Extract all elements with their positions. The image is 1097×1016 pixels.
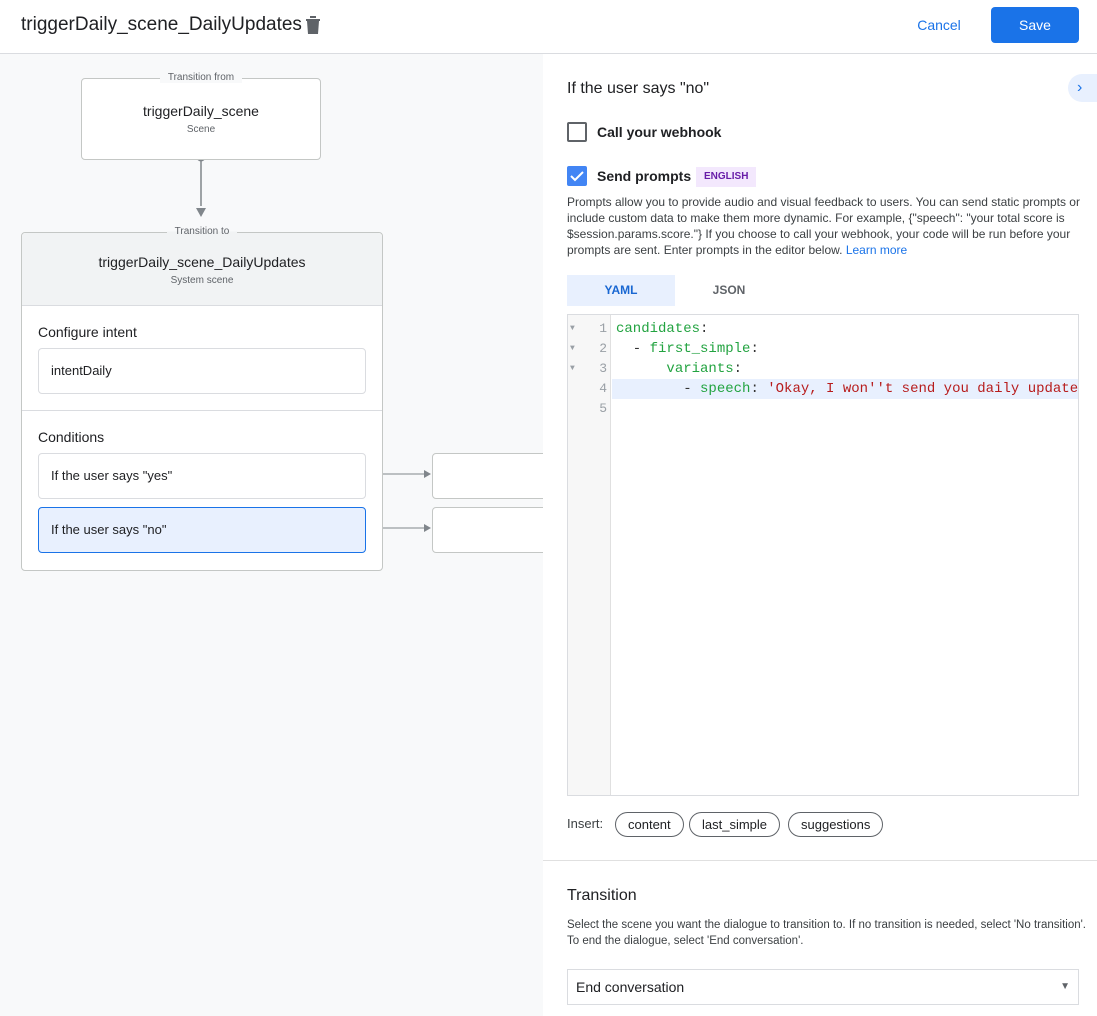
condition-yes-target[interactable] [432,453,543,499]
transition-selected-value: End conversation [576,979,685,995]
code-line: - first_simple: [616,341,759,357]
panel-title: If the user says "no" [567,80,710,97]
code-line: - speech: 'Okay, I won''t send you daily… [616,381,1079,397]
transition-to-legend: Transition to [166,226,238,237]
save-button[interactable]: Save [991,7,1079,43]
fold-icon[interactable]: ▼ [570,344,575,353]
conditions-label: Conditions [38,429,105,445]
details-panel: If the user says "no" › Call your webhoo… [543,54,1097,1016]
configure-intent-label: Configure intent [38,324,137,340]
divider [543,860,1097,861]
code-line: candidates: [616,321,709,337]
condition-no-target[interactable] [432,507,543,553]
line-number: 3 [599,361,607,376]
transition-description: Select the scene you want the dialogue t… [567,919,1087,947]
tab-json[interactable]: JSON [712,283,746,297]
transition-to-node: Transition to triggerDaily_scene_DailyUp… [21,226,383,571]
code-editor[interactable]: ▼ 1 ▼ 2 ▼ 3 4 5 candidates: - first_simple:… [567,314,1079,796]
line-number: 2 [599,341,607,356]
condition-no[interactable]: If the user says "no" [38,507,366,553]
cancel-button[interactable]: Cancel [917,17,961,33]
language-chip: ENGLISH [696,167,757,187]
highlight-line [612,379,1078,399]
learn-more-link[interactable]: Learn more [845,243,908,257]
page-title: triggerDaily_scene_DailyUpdates [21,14,302,35]
send-prompts-label: Send prompts [597,168,692,184]
insert-suggestions-button[interactable]: suggestions [788,812,884,837]
code-line: variants: [666,361,743,377]
transition-title: Transition [567,887,637,904]
intent-item[interactable]: intentDaily [38,348,366,394]
insert-content-button[interactable]: content [615,812,684,837]
to-scene-name: triggerDaily_scene_DailyUpdates [98,254,306,270]
flow-canvas: Transition from triggerDaily_scene Scene… [0,54,543,1016]
send-prompts-checkbox[interactable] [567,166,587,186]
condition-yes[interactable]: If the user says "yes" [38,453,366,499]
dropdown-arrow-icon: ▼ [1060,981,1070,992]
transition-from-legend: Transition from [159,72,243,83]
insert-last-simple-button[interactable]: last_simple [689,812,781,837]
webhook-checkbox[interactable] [567,122,587,142]
delete-icon[interactable] [305,15,321,35]
insert-label: Insert: [567,816,604,831]
from-scene-type: Scene [186,124,216,135]
fold-icon[interactable]: ▼ [570,324,575,333]
tab-yaml[interactable]: YAML [567,275,675,306]
line-number: 5 [599,401,607,416]
webhook-label: Call your webhook [597,124,722,140]
editor-gutter [568,315,611,795]
collapse-panel-chevron-icon[interactable]: › [1068,74,1097,102]
description-text: Prompts allow you to provide audio and v… [567,195,1080,257]
transition-from-node[interactable]: Transition from triggerDaily_scene Scene [81,72,321,160]
header: triggerDaily_scene_DailyUpdates Cancel S… [0,0,1097,54]
to-scene-type: System scene [170,275,234,286]
from-scene-name: triggerDaily_scene [143,103,259,119]
fold-icon[interactable]: ▼ [570,364,575,373]
transition-select[interactable]: End conversation ▼ [567,969,1079,1005]
line-number: 1 [599,321,607,336]
prompts-description: Prompts allow you to provide audio and v… [567,194,1087,258]
line-number: 4 [599,381,607,396]
check-icon [570,171,584,182]
